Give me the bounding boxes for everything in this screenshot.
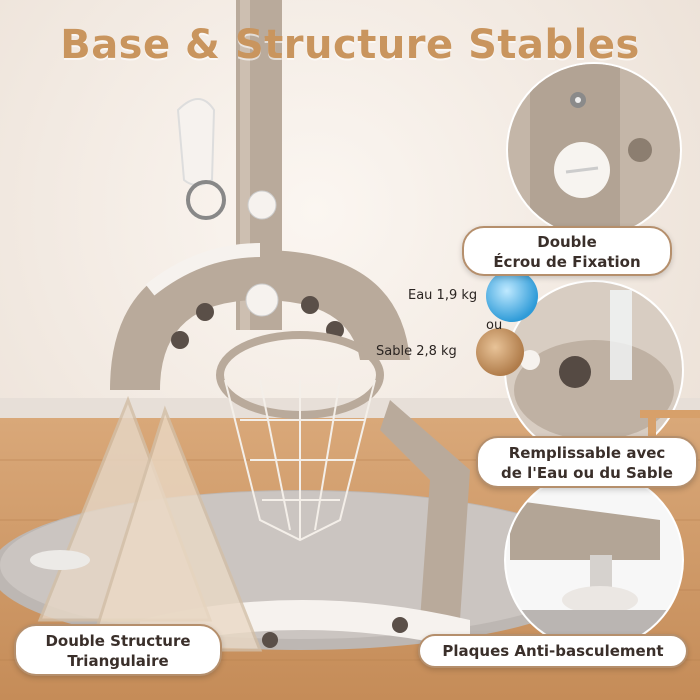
ou-label: ou: [486, 318, 503, 333]
callout-plaques: Plaques Anti-basculement: [418, 634, 688, 668]
sable-label: Sable 2,8 kg: [376, 344, 457, 359]
callout-remplissable: Remplissable avec de l'Eau ou du Sable: [476, 436, 698, 488]
callout-remplissable-line1: Remplissable avec: [508, 444, 666, 462]
page-title: Base & Structure Stables: [60, 22, 640, 68]
callout-double-structure: Double Structure Triangulaire: [14, 624, 222, 676]
callout-double-ecrou-line2: Écrou de Fixation: [493, 253, 641, 271]
callout-double-ecrou-line1: Double: [537, 233, 597, 251]
callout-double-ecrou: Double Écrou de Fixation: [462, 226, 672, 276]
goal-frame: [380, 400, 470, 620]
detail-plate-circle: [504, 470, 684, 650]
callout-double-structure-line1: Double Structure: [45, 632, 191, 650]
net: [224, 379, 376, 542]
arch-base: [110, 250, 410, 390]
water-ball: [486, 270, 538, 322]
detail-nut-circle: [506, 62, 682, 238]
callout-remplissable-line2: de l'Eau ou du Sable: [501, 464, 673, 482]
detail-fill-circle: [504, 280, 684, 460]
eau-label: Eau 1,9 kg: [408, 288, 478, 303]
sand-ball: [476, 328, 524, 376]
callout-double-structure-line2: Triangulaire: [67, 652, 169, 670]
